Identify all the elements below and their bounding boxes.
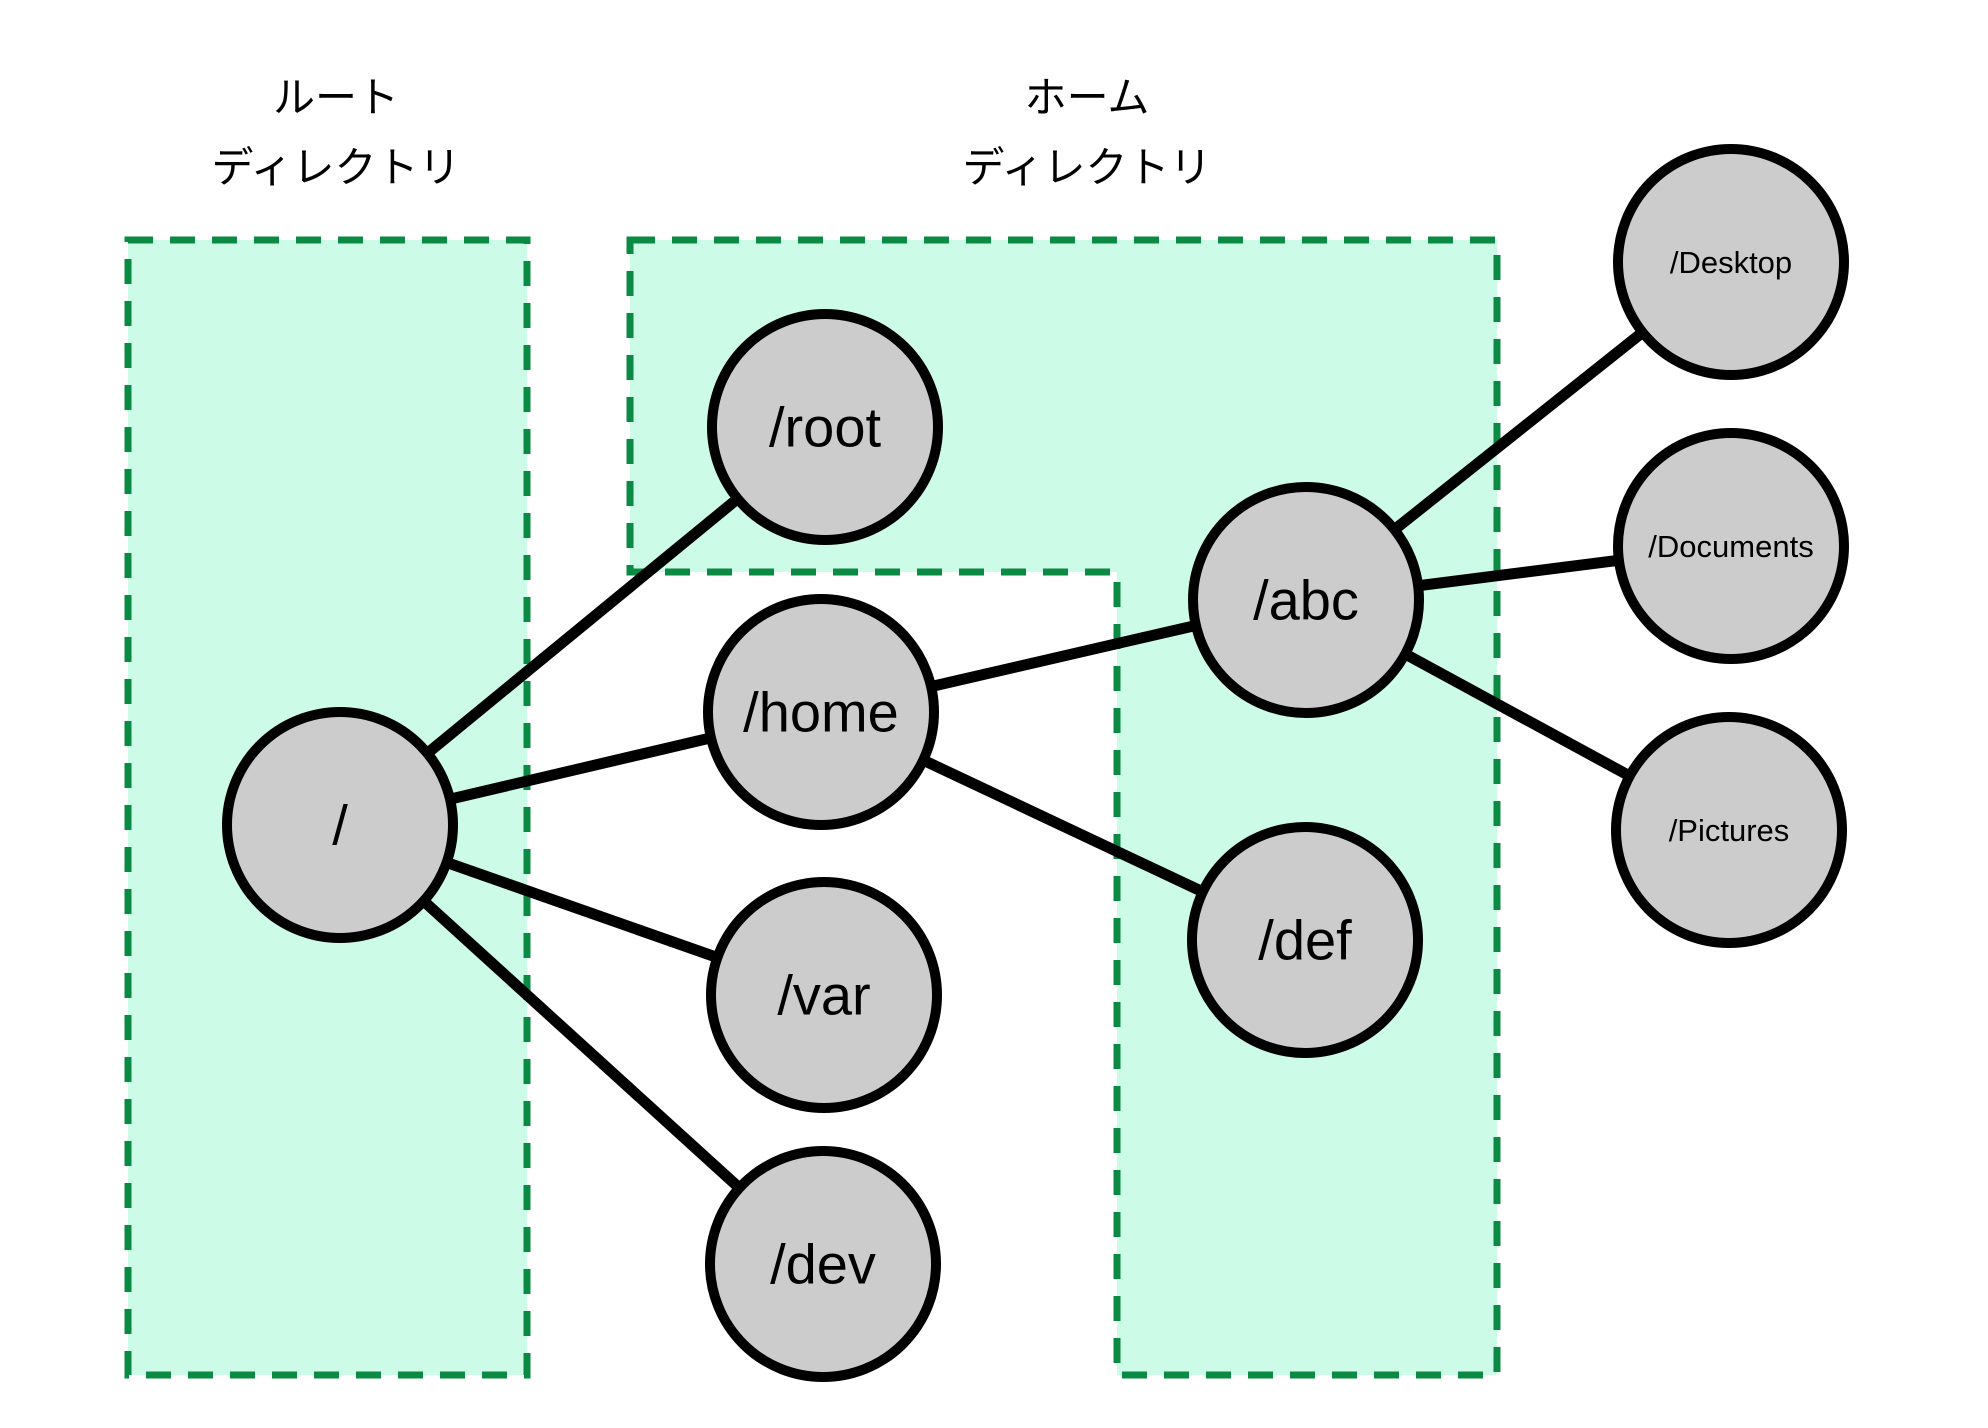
node-def-circle xyxy=(1187,822,1423,1058)
node-def-label: /def xyxy=(1258,909,1352,972)
node-documents-circle xyxy=(1613,428,1849,664)
node-desktop-label: /Desktop xyxy=(1670,245,1792,280)
node-dev-circle xyxy=(705,1146,941,1382)
node-documents-label: /Documents xyxy=(1648,529,1813,564)
home-directory-label-line-1: ホーム xyxy=(1025,74,1150,121)
node-pictures-circle xyxy=(1611,712,1847,948)
node-abc-circle xyxy=(1188,482,1424,718)
node-pictures-label: /Pictures xyxy=(1669,813,1790,848)
node-root-label: /root xyxy=(769,396,881,459)
node-var-label: /var xyxy=(777,964,870,1027)
node-slash-label: / xyxy=(332,794,348,857)
root-directory-label-line-1: ルート xyxy=(273,74,399,121)
node-root-circle xyxy=(707,309,943,545)
node-desktop-circle xyxy=(1613,144,1849,380)
node-var-circle xyxy=(706,877,942,1113)
node-dev-label: /dev xyxy=(770,1233,876,1296)
node-slash-circle xyxy=(222,707,458,943)
node-home-circle xyxy=(703,594,939,830)
root-directory-label-line-2: ディレクトリ xyxy=(211,144,460,191)
node-home-label: /home xyxy=(743,681,899,744)
node-abc-label: /abc xyxy=(1253,569,1359,632)
home-directory-label-line-2: ディレクトリ xyxy=(962,144,1211,191)
